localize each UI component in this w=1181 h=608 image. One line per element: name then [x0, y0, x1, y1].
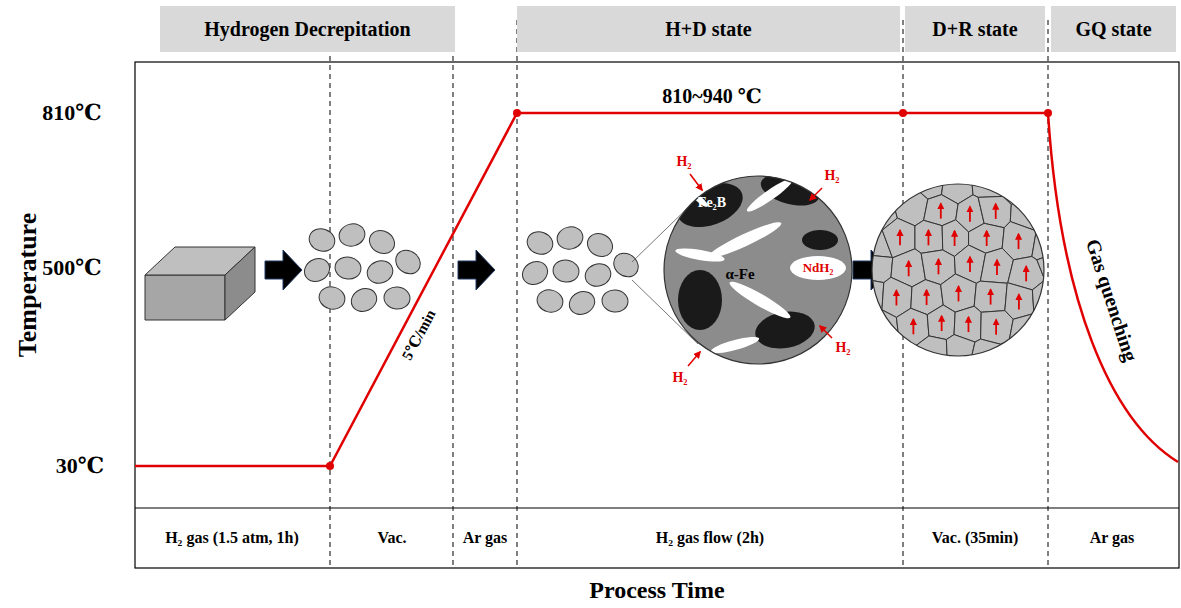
heating-rate: 5℃/min — [398, 305, 440, 365]
axis-title: Process Time — [589, 577, 724, 603]
gas-label: H₂ — [835, 340, 850, 355]
atmosphere-cell: H₂ gas flow (2h) — [656, 529, 764, 547]
cooling-label: Gas quenching — [1081, 234, 1142, 366]
axis-tick: 810℃ — [42, 101, 101, 125]
powder-particles — [518, 224, 643, 318]
stage-header-band: H+D state — [517, 6, 900, 52]
gas-label: H₂ — [824, 168, 839, 183]
atmosphere-cell: Ar gas — [1090, 529, 1135, 547]
stage-header-band: D+R state — [905, 6, 1045, 52]
phase-label: NdH₂ — [803, 261, 834, 275]
gas-label: H₂ — [676, 154, 691, 169]
axis-tick: 500℃ — [42, 256, 101, 280]
phase-label: Fe₂B — [698, 195, 726, 210]
profile-dots — [326, 109, 1052, 470]
table-divider — [135, 507, 1179, 508]
ingot-block — [145, 247, 255, 320]
axis-title: Temperature — [14, 213, 43, 357]
powder-particles — [300, 221, 425, 315]
axis-tick: 30℃ — [56, 454, 104, 478]
temperature-profile — [135, 113, 1178, 466]
stage-dividers — [330, 20, 1048, 568]
phase-label: α-Fe — [725, 266, 754, 283]
atmosphere-cell: Vac. — [377, 529, 406, 547]
stage-title: GQ state — [1075, 18, 1151, 41]
gas-label: H₂ — [672, 370, 687, 385]
stage-header-band: Hydrogen Decrepitation — [160, 6, 455, 52]
grain-structure — [862, 174, 1054, 366]
stage-title: Hydrogen Decrepitation — [204, 18, 410, 41]
atmosphere-cell: Ar gas — [463, 529, 508, 547]
stage-title: H+D state — [665, 18, 751, 41]
atmosphere-cell: H₂ gas (1.5 atm, 1h) — [165, 529, 299, 547]
temperature-range: 810~940 ℃ — [662, 85, 761, 107]
atmosphere-cell: Vac. (35min) — [932, 529, 1019, 547]
stage-header-band: GQ state — [1051, 6, 1176, 52]
plot-frame — [135, 62, 1179, 568]
microstructure-circle — [664, 169, 852, 364]
stage-title: D+R state — [932, 18, 1017, 41]
